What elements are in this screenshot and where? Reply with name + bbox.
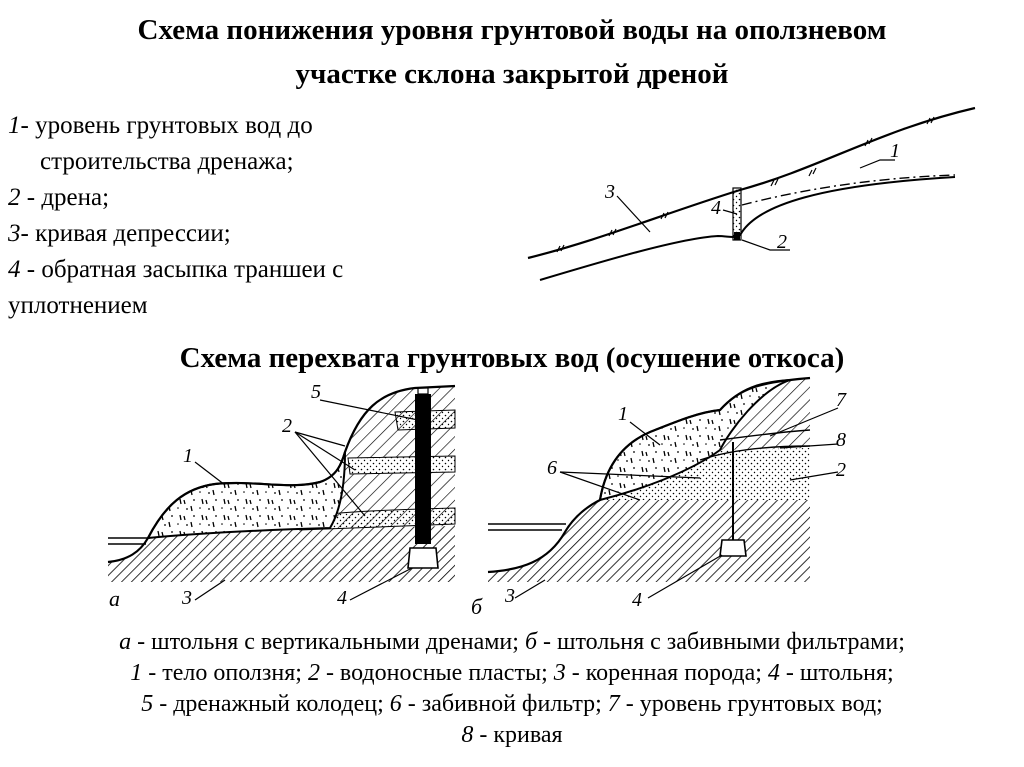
leader-a-2a bbox=[294, 431, 346, 447]
page-title: Схема понижения уровня грунтовой воды на… bbox=[0, 8, 1024, 96]
leader-4 bbox=[722, 209, 738, 215]
drainage-well bbox=[415, 394, 431, 544]
legend-item-3: 3- кривая депрессии; bbox=[8, 220, 231, 247]
diagram-b: 1 6 7 8 2 3 4 б bbox=[471, 376, 847, 619]
leader-1 bbox=[859, 159, 895, 169]
leader-b-6b bbox=[559, 471, 701, 479]
label-b-8: 8 bbox=[836, 429, 846, 451]
label-a-4: 4 bbox=[337, 587, 347, 609]
label-1: 1 bbox=[890, 140, 900, 162]
leader-a-2b bbox=[294, 431, 356, 471]
depression-curve bbox=[539, 176, 956, 281]
leader-a-4 bbox=[349, 567, 413, 601]
bedrock-b bbox=[488, 500, 810, 582]
leader-b-3 bbox=[514, 579, 546, 599]
title-line-1: Схема понижения уровня грунтовой воды на… bbox=[137, 14, 887, 46]
leader-b-1 bbox=[629, 421, 661, 446]
diagram-a: 1 2 5 3 4 а bbox=[107, 381, 456, 611]
label-b-1: 1 bbox=[618, 403, 628, 425]
aquifer-zone-b bbox=[600, 448, 810, 500]
leader-3 bbox=[616, 195, 651, 233]
label-b-6: 6 bbox=[547, 457, 557, 479]
leader-a-2c bbox=[294, 431, 366, 517]
ground-outline-a bbox=[107, 384, 456, 564]
legend-item-4: 4 - обратная засыпка траншеи с bbox=[8, 256, 344, 283]
leader-a-5 bbox=[319, 399, 419, 421]
leader-b-7 bbox=[769, 407, 839, 437]
caption-line-1: а - штольня с вертикальными дренами; б -… bbox=[119, 629, 905, 655]
label-a-2: 2 bbox=[282, 415, 292, 437]
section-subtitle: Схема перехвата грунтовых вод (осушение … bbox=[179, 342, 845, 374]
label-a-5: 5 bbox=[311, 381, 321, 403]
groundwater-level-b bbox=[719, 429, 811, 441]
bedrock-a bbox=[108, 526, 455, 582]
leader-b-6a bbox=[559, 471, 641, 501]
leader-2 bbox=[741, 239, 790, 251]
leader-b-4 bbox=[647, 554, 723, 599]
slope-drain-diagram: 3 4 2 1 bbox=[527, 106, 976, 281]
label-a-1: 1 bbox=[183, 445, 193, 467]
ground-surface-line bbox=[527, 106, 976, 260]
caption-line-4: 8 - кривая bbox=[461, 722, 563, 748]
leader-b-2 bbox=[789, 471, 839, 481]
adit-a bbox=[407, 547, 439, 569]
figure-caption: а - штольня с вертикальными дренами; б -… bbox=[0, 627, 1024, 751]
grass-marks bbox=[556, 116, 935, 253]
leader-a-1 bbox=[194, 461, 226, 486]
label-b-3: 3 bbox=[504, 585, 515, 607]
title-line-2: участке склона закрытой дреной bbox=[295, 58, 729, 90]
water-a bbox=[108, 537, 150, 545]
label-b-4: 4 bbox=[632, 589, 642, 611]
ground-outline-b bbox=[487, 376, 811, 574]
letter-b: б bbox=[471, 594, 483, 619]
caption-line-2: 1 - тело оползня; 2 - водоносные пласты;… bbox=[130, 660, 894, 686]
leader-a-3 bbox=[194, 579, 226, 601]
curve-8-b bbox=[699, 445, 811, 461]
legend-item-4-cont: уплотнением bbox=[8, 292, 148, 319]
water-b bbox=[488, 523, 566, 531]
adit-b bbox=[719, 539, 747, 557]
legend-item-2: 2 - дрена; bbox=[8, 184, 110, 211]
letter-a: а bbox=[109, 586, 120, 611]
label-4: 4 bbox=[711, 197, 721, 219]
label-2: 2 bbox=[777, 231, 787, 253]
leader-b-8 bbox=[779, 443, 839, 449]
label-a-3: 3 bbox=[181, 587, 192, 609]
legend-top: 1- уровень грунтовых вод до строительств… bbox=[8, 108, 478, 324]
drain-pipe bbox=[734, 232, 740, 240]
groundwater-level-before bbox=[741, 174, 956, 206]
label-b-7: 7 bbox=[836, 389, 847, 411]
label-b-2: 2 bbox=[836, 459, 846, 481]
caption-line-3: 5 - дренажный колодец; 6 - забивной филь… bbox=[141, 691, 883, 717]
legend-item-1-cont: строительства дренажа; bbox=[40, 148, 294, 175]
legend-item-1: 1- уровень грунтовых вод до bbox=[8, 112, 313, 139]
label-3: 3 bbox=[604, 181, 615, 203]
